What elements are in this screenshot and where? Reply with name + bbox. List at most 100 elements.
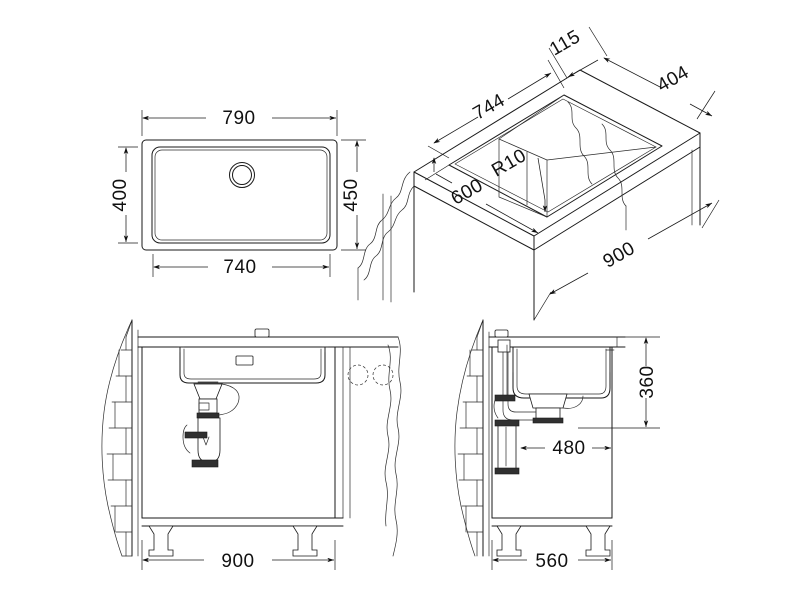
plan-bowl-outline — [151, 146, 331, 244]
plan-dim-450-label: 450 — [341, 178, 362, 211]
side-trap-collar-bottom — [494, 467, 520, 475]
side-tap-fitting — [494, 329, 509, 338]
side-drain-strainer — [528, 393, 568, 409]
front-wall-brick-pattern — [106, 336, 133, 557]
iso-dim-900-line2 — [647, 202, 713, 240]
iso-break-line-left — [357, 171, 411, 269]
front-trap-marking — [202, 436, 210, 446]
iso-dim-744-line2 — [507, 72, 552, 100]
iso-dim-115-line — [567, 59, 599, 78]
front-drain-strainer — [193, 383, 223, 400]
iso-ext-744-b — [547, 59, 565, 89]
side-leg-left — [496, 525, 522, 557]
iso-ext-900-b — [701, 199, 720, 229]
view-plan: 790 400 450 740 — [110, 108, 366, 278]
side-pipe-arm-upper — [507, 351, 537, 413]
front-drain-nut — [196, 412, 220, 419]
side-outlet-curve — [562, 395, 584, 409]
iso-dim-115-label: 115 — [546, 26, 584, 60]
front-trap-collar — [184, 431, 208, 439]
front-drain-assembly — [182, 381, 240, 468]
front-overflow-hose — [218, 383, 240, 416]
side-trap-collar-top — [494, 419, 520, 427]
side-dim-560-label: 560 — [535, 551, 568, 572]
side-sink-bowl-outline — [512, 346, 611, 399]
front-right-break-line2 — [384, 344, 392, 527]
plan-bowl-inner — [154, 149, 328, 241]
iso-ext-115-a — [548, 47, 568, 79]
front-hidden-circle-2 — [372, 364, 394, 386]
iso-dim-600-line2 — [485, 203, 539, 234]
front-wall-break-line — [101, 319, 133, 557]
side-lower-trap-body — [497, 424, 517, 471]
front-sink-bowl-inner — [183, 348, 322, 380]
iso-bowl-inner-corner — [498, 138, 548, 218]
view-isometric: 115 404 744 R10 600 900 — [357, 26, 720, 321]
iso-break-line-left2 — [363, 185, 415, 281]
side-trap-collar-mid — [494, 394, 516, 402]
side-wall-break-line — [454, 319, 484, 557]
iso-dim-404-label: 404 — [654, 62, 693, 97]
iso-ext-115-b — [588, 26, 608, 57]
plan-dim-740-label: 740 — [223, 257, 256, 278]
iso-dim-404-line2 — [689, 103, 713, 117]
front-sink-bowl-outline — [179, 346, 326, 384]
front-hidden-circle-1 — [347, 364, 369, 386]
drain-outlet-outer-icon — [229, 162, 255, 188]
front-wall-top-apex — [125, 319, 133, 338]
iso-dim-900-label: 900 — [600, 238, 639, 273]
view-front-section: 900 — [101, 319, 402, 572]
front-bottle-trap — [197, 417, 221, 463]
iso-break-line-right — [601, 123, 627, 207]
front-bowl-clip-left — [177, 346, 185, 353]
side-bowl-clip-right — [605, 349, 615, 373]
side-dim-480-label: 480 — [552, 438, 585, 459]
side-cabinet-legs — [496, 525, 611, 557]
iso-ext-600-a — [424, 164, 450, 181]
iso-dim-r10-label: R10 — [488, 145, 530, 181]
iso-countertop-front-edge — [413, 171, 535, 251]
front-bowl-clip-right — [321, 346, 329, 353]
iso-ext-404-a — [696, 90, 716, 120]
iso-bowl-inner-back — [498, 94, 565, 140]
side-wall-brick-pattern — [457, 336, 484, 557]
side-drain-assembly — [493, 339, 584, 475]
side-trap-elbow — [493, 399, 499, 419]
front-drain-body — [198, 398, 218, 414]
side-drain-nut — [532, 417, 564, 424]
plan-dim-790-label: 790 — [222, 108, 255, 129]
front-dim-900-label: 900 — [221, 551, 254, 572]
iso-dim-404-line1 — [603, 57, 663, 89]
view-side-section: 360 480 560 — [454, 319, 660, 572]
front-tap-fitting — [254, 328, 270, 338]
front-trap-base-nut — [191, 459, 219, 468]
front-trap-side-arc — [182, 424, 191, 454]
iso-dim-744-line1 — [433, 116, 479, 144]
side-leg-right — [585, 525, 611, 557]
front-right-break-line — [392, 336, 402, 557]
iso-countertop-right-edge — [533, 132, 701, 251]
front-cabinet-legs — [148, 525, 318, 557]
iso-cutout-aperture — [448, 94, 663, 218]
plan-outer-rim — [141, 139, 338, 251]
front-overflow-slot — [235, 355, 254, 366]
iso-bowl-inner-right — [546, 146, 657, 161]
iso-dim-900-line1 — [549, 272, 589, 295]
iso-break-line-right2 — [567, 101, 593, 185]
side-wall-top-apex — [476, 319, 484, 338]
iso-dim-r10-leader — [537, 157, 546, 201]
plan-dim-400-label: 400 — [110, 178, 131, 211]
side-dim-360-label: 360 — [637, 365, 658, 398]
iso-dim-600-line1 — [435, 173, 453, 184]
iso-ext-744-a — [427, 145, 450, 159]
drain-outlet-inner-icon — [232, 165, 252, 185]
iso-dim-600-label: 600 — [448, 175, 487, 210]
side-sink-bowl-inner — [516, 348, 607, 395]
iso-ext-900-a — [533, 291, 552, 321]
front-drain-body-detail — [198, 402, 210, 411]
side-pipe-top-fitting — [497, 339, 511, 353]
front-leg-left — [148, 525, 174, 557]
iso-dim-744-label: 744 — [470, 90, 509, 125]
